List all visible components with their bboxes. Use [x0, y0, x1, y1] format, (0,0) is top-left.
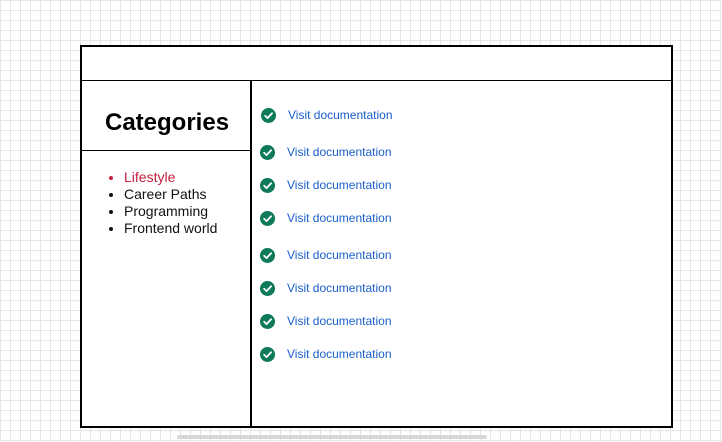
category-item-programming[interactable]: Programming	[124, 203, 217, 220]
visit-documentation-link[interactable]: Visit documentation	[287, 178, 392, 192]
visit-documentation-link[interactable]: Visit documentation	[287, 211, 392, 225]
check-circle-icon	[260, 210, 275, 226]
header-bar	[82, 47, 671, 81]
check-circle-icon	[261, 107, 276, 123]
category-item-career-paths[interactable]: Career Paths	[124, 186, 217, 203]
category-item-frontend-world[interactable]: Frontend world	[124, 220, 217, 237]
sidebar: Categories Lifestyle Career Paths Progra…	[82, 81, 252, 426]
check-circle-icon	[260, 144, 275, 160]
list-item: Visit documentation	[260, 142, 392, 162]
visit-documentation-link[interactable]: Visit documentation	[287, 314, 392, 328]
list-item: Visit documentation	[260, 344, 392, 364]
content-frame: Categories Lifestyle Career Paths Progra…	[80, 45, 673, 428]
list-item: Visit documentation	[261, 105, 393, 125]
visit-documentation-link[interactable]: Visit documentation	[288, 108, 393, 122]
visit-documentation-link[interactable]: Visit documentation	[287, 347, 392, 361]
visit-documentation-link[interactable]: Visit documentation	[287, 145, 392, 159]
list-item: Visit documentation	[260, 278, 392, 298]
check-circle-icon	[260, 313, 275, 329]
list-item: Visit documentation	[260, 175, 392, 195]
list-item: Visit documentation	[260, 311, 392, 331]
check-circle-icon	[260, 346, 275, 362]
list-item: Visit documentation	[260, 245, 392, 265]
sidebar-heading-box: Categories	[82, 81, 250, 151]
horizontal-scrollbar[interactable]	[177, 435, 487, 439]
check-circle-icon	[260, 247, 275, 263]
category-item-lifestyle[interactable]: Lifestyle	[124, 169, 217, 186]
check-circle-icon	[260, 280, 275, 296]
check-circle-icon	[260, 177, 275, 193]
list-item: Visit documentation	[260, 208, 392, 228]
category-list: Lifestyle Career Paths Programming Front…	[82, 169, 217, 237]
visit-documentation-link[interactable]: Visit documentation	[287, 281, 392, 295]
visit-documentation-link[interactable]: Visit documentation	[287, 248, 392, 262]
sidebar-title: Categories	[105, 109, 230, 136]
